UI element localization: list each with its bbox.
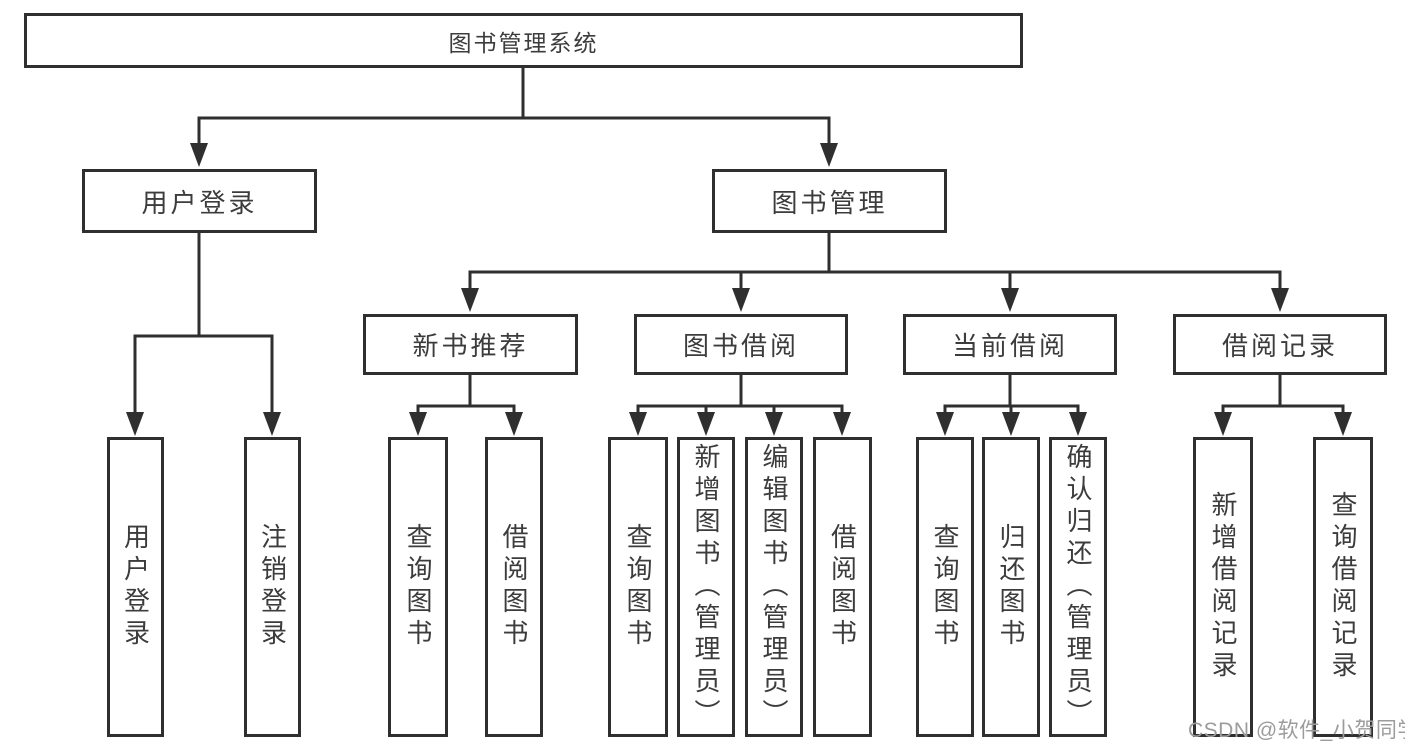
arrow-icon	[263, 412, 281, 436]
node-label: 图书借阅	[682, 331, 799, 361]
connector-book-borrow	[636, 375, 844, 415]
node-user-login: 用户登录	[82, 169, 317, 233]
node-label: 查询图书	[403, 523, 433, 651]
leaf-current-confirm-return: 确认归还（管理员）	[1049, 437, 1107, 737]
leaf-borrow-add-books: 新增图书（管理员）	[677, 437, 735, 737]
leaf-user-login: 用户登录	[107, 437, 164, 737]
node-label: 借阅记录	[1221, 331, 1338, 361]
arrow-icon	[833, 412, 851, 436]
leaf-current-return-books: 归还图书	[982, 437, 1040, 737]
arrow-icon	[1271, 288, 1289, 312]
connector-borrow-records	[1221, 375, 1345, 415]
leaf-borrow-query-books: 查询图书	[608, 437, 668, 737]
node-book-borrowing: 图书借阅	[634, 314, 848, 375]
leaf-records-query-record: 查询借阅记录	[1313, 437, 1373, 737]
node-label: 查询图书	[623, 523, 653, 651]
connector-root	[197, 68, 831, 146]
node-current-borrowing: 当前借阅	[903, 314, 1117, 375]
leaf-newbook-borrow-books: 借阅图书	[485, 437, 543, 737]
arrow-icon	[126, 412, 144, 436]
arrow-icon	[409, 412, 427, 436]
node-label: 新增借阅记录	[1208, 491, 1238, 683]
node-label: 借阅图书	[827, 523, 858, 651]
node-label: 用户登录	[120, 523, 151, 651]
arrow-icon	[732, 288, 750, 312]
arrow-icon	[1214, 412, 1232, 436]
node-label: 注销登录	[257, 523, 288, 651]
arrow-icon	[461, 288, 479, 312]
leaf-newbook-query-books: 查询图书	[388, 437, 448, 737]
node-label: 借阅图书	[499, 523, 529, 651]
arrow-icon	[1001, 288, 1019, 312]
node-label: 查询借阅记录	[1328, 491, 1358, 683]
node-label: 新增图书（管理员）	[691, 443, 721, 731]
arrow-icon	[1334, 412, 1352, 436]
node-label: 查询图书	[930, 523, 960, 651]
node-book-management: 图书管理	[712, 169, 947, 233]
leaf-current-query-books: 查询图书	[916, 437, 974, 737]
node-new-book-recommend: 新书推荐	[363, 314, 578, 375]
leaf-records-add-record: 新增借阅记录	[1193, 437, 1253, 737]
connector-current-borrow	[943, 375, 1080, 415]
arrow-icon	[190, 143, 208, 167]
node-library-system: 图书管理系统	[24, 13, 1023, 68]
node-label: 用户登录	[141, 187, 258, 218]
watermark: CSDN @软件_小贺同学	[1188, 719, 1405, 742]
arrow-icon	[697, 412, 715, 436]
arrow-icon	[1002, 412, 1020, 436]
node-label: 归还图书	[996, 523, 1026, 651]
node-label: 新书推荐	[412, 331, 529, 361]
node-label: 图书管理	[771, 187, 888, 218]
arrow-icon	[936, 412, 954, 436]
connector-new-books	[416, 375, 516, 415]
node-label: 编辑图书（管理员）	[759, 443, 789, 731]
arrow-icon	[1069, 412, 1087, 436]
arrow-icon	[629, 412, 647, 436]
arrow-icon	[765, 412, 783, 436]
leaf-borrow-edit-books: 编辑图书（管理员）	[745, 437, 803, 737]
arrow-icon	[820, 143, 838, 167]
node-label: 图书管理系统	[448, 29, 599, 56]
leaf-logout: 注销登录	[244, 437, 301, 737]
node-label: 当前借阅	[951, 331, 1068, 361]
connector-book-mgmt	[468, 233, 1282, 291]
node-label: 确认归还（管理员）	[1063, 443, 1093, 731]
arrow-icon	[505, 412, 523, 436]
arrowheads	[126, 143, 1352, 436]
leaf-borrow-borrow-books: 借阅图书	[813, 437, 872, 737]
connector-user-login	[133, 233, 274, 415]
node-borrowing-records: 借阅记录	[1173, 314, 1387, 375]
